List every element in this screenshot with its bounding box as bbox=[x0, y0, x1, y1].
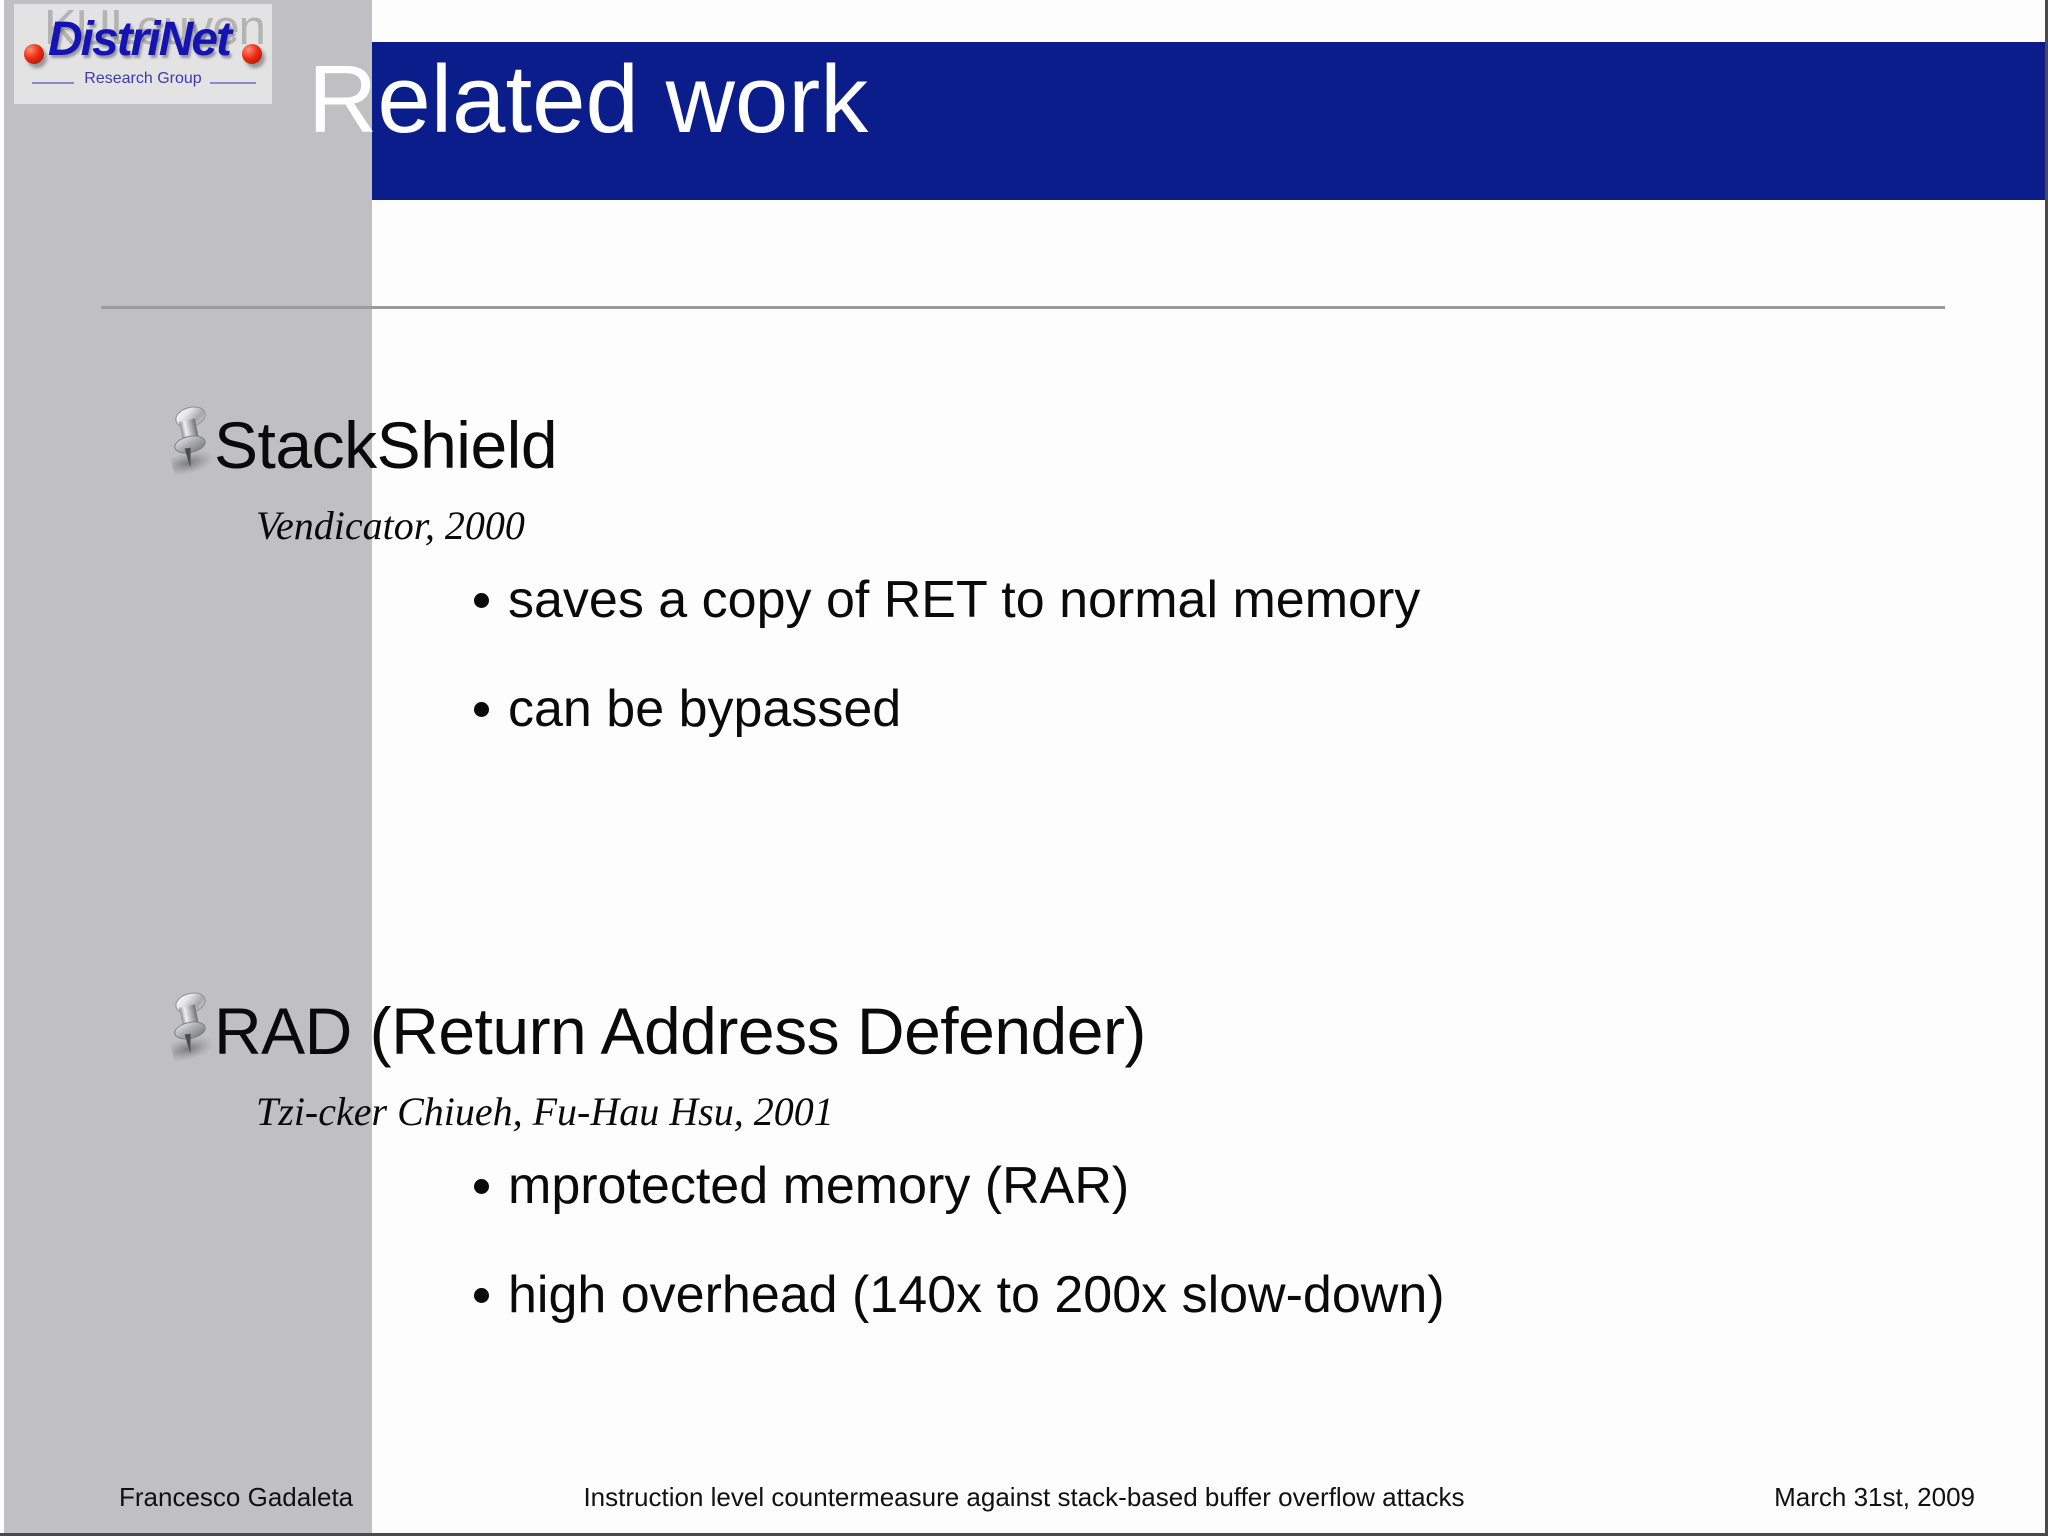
pushpin-icon bbox=[168, 989, 214, 1064]
topic-author: Tzi-cker Chiueh, Fu-Hau Hsu, 2001 bbox=[256, 1089, 834, 1134]
bullet-dot-icon bbox=[474, 593, 489, 608]
list-item: saves a copy of RET to normal memory bbox=[474, 571, 2045, 629]
logo-ball-right-icon bbox=[242, 44, 262, 64]
footer-author: Francesco Gadaleta bbox=[119, 1482, 354, 1512]
footer-date: March 31st, 2009 bbox=[1774, 1482, 1975, 1512]
list-item: mprotected memory (RAR) bbox=[474, 1157, 2045, 1215]
topic-heading-row: RAD (Return Address Defender) bbox=[0, 988, 2045, 1074]
distrinet-logo: KULeuven DistriNet Research Group bbox=[14, 4, 272, 104]
title-banner bbox=[372, 42, 2045, 200]
logo-ball-left-icon bbox=[24, 44, 44, 64]
bullet-text: saves a copy of RET to normal memory bbox=[508, 571, 1421, 629]
page-title: Related work bbox=[308, 46, 869, 153]
bullet-dot-icon bbox=[474, 1179, 489, 1194]
topic-stackshield: StackShield Vendicator, 2000 saves a cop… bbox=[0, 402, 2045, 790]
footer-subject: Instruction level countermeasure against… bbox=[583, 1482, 1465, 1512]
topic-author: Vendicator, 2000 bbox=[256, 503, 525, 548]
topic-title: StackShield bbox=[214, 408, 558, 482]
logo-tagline: Research Group bbox=[84, 70, 202, 87]
bullet-dot-icon bbox=[474, 1287, 489, 1303]
bullet-dot-icon bbox=[474, 701, 489, 717]
pushpin-icon bbox=[168, 403, 214, 478]
logo-distrinet-text: DistriNet bbox=[48, 13, 232, 66]
sidebar-band bbox=[4, 0, 372, 1533]
logo-rule-left bbox=[32, 82, 74, 84]
bullet-text: can be bypassed bbox=[508, 679, 902, 738]
topic-bullet-list: saves a copy of RET to normal memory can… bbox=[0, 571, 2045, 738]
topic-rad: RAD (Return Address Defender) Tzi-cker C… bbox=[0, 988, 2045, 1376]
topic-heading-row: StackShield bbox=[0, 402, 2045, 488]
topic-bullet-list: mprotected memory (RAR) high overhead (1… bbox=[0, 1157, 2045, 1324]
logo-rule-right bbox=[210, 82, 256, 84]
topic-title: RAD (Return Address Defender) bbox=[214, 994, 1146, 1068]
bullet-text: mprotected memory (RAR) bbox=[508, 1157, 1130, 1215]
header-divider bbox=[101, 306, 1945, 309]
bullet-text: high overhead (140x to 200x slow-down) bbox=[508, 1265, 1445, 1324]
slide-footer: Francesco Gadaleta Instruction level cou… bbox=[0, 1467, 2045, 1533]
logo-kuleuven-text: KULeuven bbox=[44, 4, 266, 55]
list-item: high overhead (140x to 200x slow-down) bbox=[474, 1265, 2045, 1324]
list-item: can be bypassed bbox=[474, 679, 2045, 738]
